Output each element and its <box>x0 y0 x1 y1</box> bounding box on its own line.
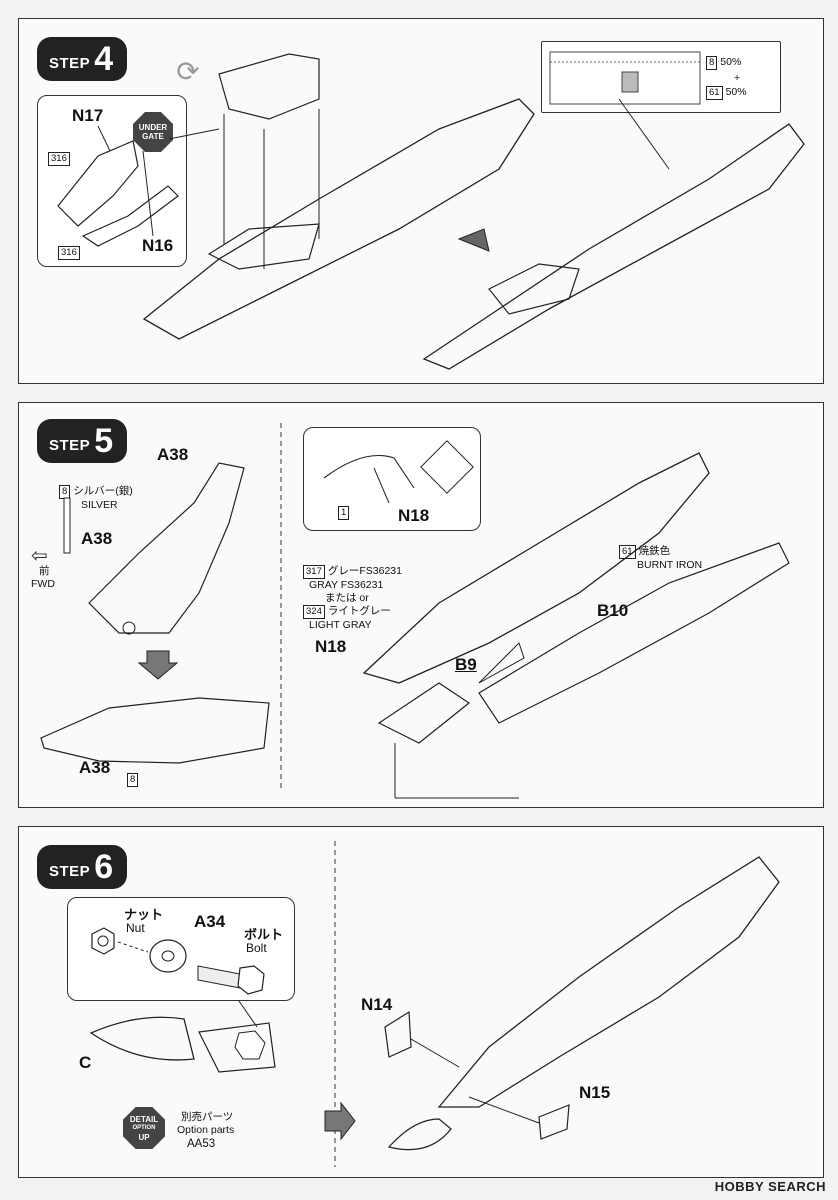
label-bolt-jp: ボルト <box>244 927 284 942</box>
step-6-word: STEP <box>49 862 91 880</box>
silver-color-en: SILVER <box>81 499 118 511</box>
label-bolt-en: Bolt <box>246 941 267 955</box>
label-n15: N15 <box>579 1083 611 1102</box>
label-a38-mid: A38 <box>81 529 113 548</box>
burnt-iron-en: BURNT IRON <box>637 559 703 571</box>
step-5-drawings <box>40 423 790 799</box>
label-a38-bottom: A38 <box>79 758 111 777</box>
label-8-bottom: 8 <box>127 773 141 787</box>
step-4-inset-n17-n16: N17 UNDER GATE 316 316 N16 <box>37 95 187 267</box>
step-4-word: STEP <box>49 54 91 72</box>
label-a38-top: A38 <box>157 445 189 464</box>
nut-bolt-drawing <box>91 927 265 995</box>
step-5-word: STEP <box>49 436 91 454</box>
step-6-tag: STEP 6 <box>37 845 128 889</box>
light-gray-en: LIGHT GRAY <box>309 619 372 631</box>
step-6-panel: STEP 6 ナット Nut A34 ボルト Bolt C DETAIL OPT… <box>18 826 824 1178</box>
label-a34: A34 <box>194 912 226 931</box>
step-5-inset-n18: 1 N18 <box>303 427 481 531</box>
under-gate-badge: UNDER GATE <box>133 112 173 152</box>
fwd-arrow-icon: ⇦ <box>31 545 48 567</box>
label-b10: B10 <box>597 601 629 620</box>
label-n14: N14 <box>361 995 393 1014</box>
label-n18-main: N18 <box>315 637 347 656</box>
n18-inset-drawing <box>323 454 415 504</box>
or-text: または or <box>325 592 369 604</box>
fwd-en: FWD <box>31 578 55 590</box>
step-6-drawings <box>89 841 780 1167</box>
label-nut-jp: ナット <box>124 907 164 922</box>
label-b9: B9 <box>455 655 477 674</box>
step-5-number: 5 <box>94 422 114 460</box>
watermark: HOBBY SEARCH <box>714 1179 826 1194</box>
color-plus: + <box>734 72 741 84</box>
panel-detail-drawing <box>549 51 701 105</box>
option-parts-code: AA53 <box>187 1138 216 1150</box>
label-n16: N16 <box>142 236 174 255</box>
label-316-a: 316 <box>48 152 73 166</box>
inset-label-n18: N18 <box>398 506 430 525</box>
detail-up-badge: DETAIL OPTION UP <box>123 1107 165 1149</box>
step-6-number: 6 <box>94 848 114 886</box>
step-5-tag: STEP 5 <box>37 419 128 463</box>
label-316-b: 316 <box>58 246 83 260</box>
gray-color-en: GRAY FS36231 <box>309 579 384 591</box>
fwd-jp: 前 <box>39 565 50 577</box>
step-6-inset-nut-bolt: ナット Nut A34 ボルト Bolt <box>67 897 295 1001</box>
label-c: C <box>79 1053 92 1072</box>
option-parts-jp: 別売パーツ <box>181 1111 234 1123</box>
label-nut-en: Nut <box>126 921 145 935</box>
n17-n16-part-drawing <box>57 125 179 247</box>
inset-label-1: 1 <box>338 506 352 520</box>
step-4-tag: STEP 4 <box>37 37 128 81</box>
label-n17: N17 <box>72 106 104 125</box>
option-parts-en: Option parts <box>177 1124 235 1136</box>
rotate-icon: ⟳ <box>176 56 200 87</box>
step-4-fuselage-drawings <box>142 53 805 370</box>
step-4-number: 4 <box>94 40 114 78</box>
